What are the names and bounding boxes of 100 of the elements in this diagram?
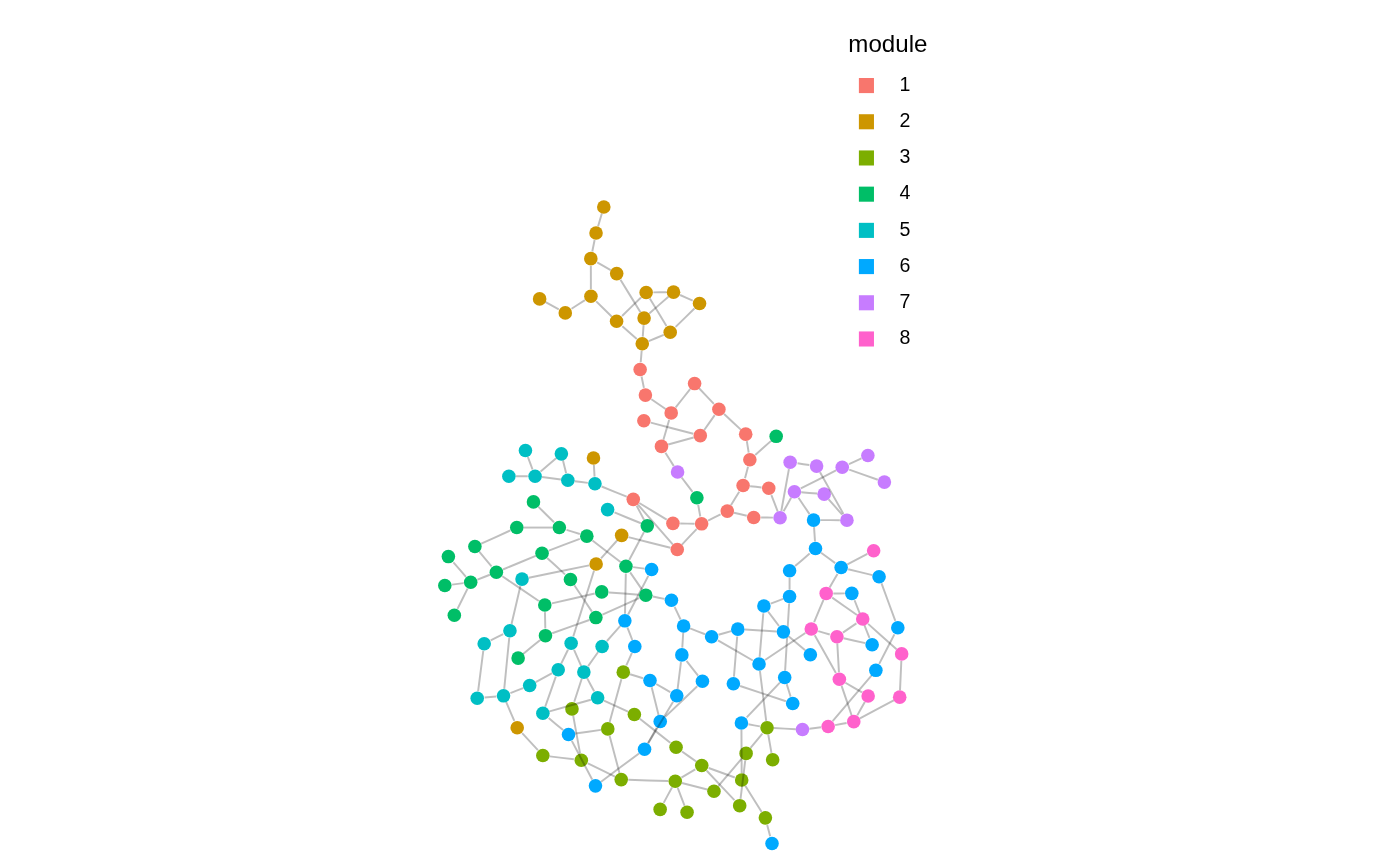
node-circle (652, 714, 667, 729)
connector (647, 333, 665, 343)
node-circle (782, 564, 796, 578)
node-circle (654, 439, 668, 454)
node-circle (734, 773, 748, 787)
legend-label: 2 (899, 108, 911, 131)
node-circle (514, 572, 529, 586)
node-circle (816, 487, 831, 501)
node-circle (868, 663, 883, 678)
node-circle (806, 513, 820, 527)
node-circle (735, 478, 750, 493)
node-circle (638, 388, 652, 402)
node-circle (587, 477, 602, 491)
node-circle (695, 674, 709, 689)
connector (679, 768, 696, 779)
node-circle (751, 657, 766, 671)
connector (662, 786, 673, 804)
connector (748, 485, 763, 489)
node-circle (732, 798, 746, 813)
connector (745, 440, 750, 454)
node-circle (662, 325, 677, 339)
node-circle (574, 753, 588, 767)
connector (759, 516, 774, 519)
connector (673, 606, 682, 621)
node-circle (782, 455, 797, 470)
node-circle (550, 663, 565, 677)
node-circle (894, 647, 908, 661)
node-circle (670, 465, 684, 479)
node-circle (638, 588, 653, 602)
node-circle (687, 376, 701, 391)
node-circle (756, 599, 771, 613)
connector (624, 652, 633, 667)
node-circle (834, 460, 849, 475)
node-circle (759, 720, 774, 735)
connector (680, 631, 684, 649)
label: module (847, 30, 927, 58)
node-circle (768, 429, 783, 444)
node-circle (758, 811, 772, 825)
node-circle (787, 485, 801, 499)
connector (651, 291, 668, 294)
node-circle (734, 716, 748, 730)
node-circle (738, 427, 752, 441)
node-circle (746, 510, 760, 525)
node-circle (803, 647, 817, 662)
node-circle (627, 707, 641, 722)
node-circle (616, 665, 630, 679)
node-circle (552, 520, 566, 535)
connector (649, 398, 667, 411)
node-circle (564, 702, 579, 716)
node-circle (609, 314, 623, 329)
connector (706, 513, 721, 522)
node-circle (509, 520, 524, 535)
connector (651, 595, 665, 600)
connector (514, 475, 529, 478)
node-circle (669, 689, 684, 703)
connector (654, 683, 671, 693)
node-circle (772, 510, 787, 525)
node-circle (668, 740, 683, 754)
node-circle (665, 516, 680, 531)
node-circle (535, 748, 550, 763)
connector (765, 823, 771, 838)
node-circle (526, 495, 540, 509)
node-circle (669, 542, 684, 557)
node-circle (538, 628, 552, 643)
node-circle (652, 802, 667, 817)
node-circle (640, 519, 654, 533)
node-circle (860, 448, 875, 463)
node-circle (469, 691, 484, 705)
node-circle (534, 546, 549, 560)
node-circle (765, 752, 779, 767)
node-circle (871, 569, 886, 584)
node-circle (586, 451, 600, 465)
node-circle (738, 746, 753, 761)
node-circle (742, 453, 757, 467)
legend-label: 8 (899, 326, 911, 349)
node-circle (600, 722, 615, 736)
connector (841, 622, 857, 634)
connector (680, 750, 697, 763)
node-circle (476, 636, 491, 651)
node-circle (877, 475, 891, 489)
node-circle (679, 805, 694, 820)
connector (626, 626, 633, 641)
connector (572, 648, 582, 667)
node-circle (636, 413, 651, 428)
node-circle (583, 251, 598, 266)
node-circle (795, 722, 809, 737)
connector (475, 573, 491, 581)
node-circle (809, 459, 823, 473)
node-circle (892, 690, 906, 704)
connector (812, 526, 816, 543)
connector (592, 464, 596, 478)
connector (628, 673, 644, 680)
node-circle (711, 402, 726, 416)
node-circle (726, 677, 740, 691)
connector (847, 457, 862, 466)
connector (785, 683, 792, 698)
connector (831, 674, 872, 723)
node-circle (563, 572, 577, 587)
node-circle (663, 406, 678, 420)
connector (769, 597, 784, 605)
